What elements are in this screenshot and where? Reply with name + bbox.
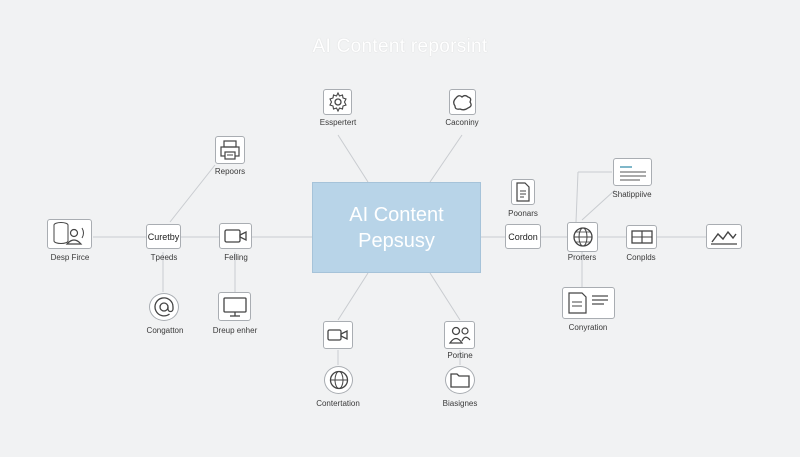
node-video[interactable] [323, 321, 353, 349]
node-conyration[interactable] [562, 287, 615, 319]
center-title-line2: Pepsusy [358, 229, 435, 252]
globe-icon [329, 370, 348, 390]
users-icon [448, 326, 470, 344]
label-shatippiive: Shatippiive [612, 190, 652, 199]
node-dreup-enher[interactable] [218, 292, 251, 321]
gear-icon [328, 91, 347, 113]
text-panel-icon [619, 166, 646, 181]
node-curetby[interactable]: Curetby [146, 224, 181, 249]
node-analytics[interactable] [706, 224, 742, 249]
database-user-icon [53, 222, 84, 245]
printer-icon [220, 140, 240, 160]
globe-icon [572, 227, 593, 247]
label-prorters: Prorters [567, 253, 597, 262]
node-caconiny[interactable] [449, 89, 476, 115]
node-shatippiive[interactable] [613, 158, 652, 186]
node-prorters[interactable] [567, 222, 598, 252]
document-list-icon [567, 292, 608, 314]
label-dreup-enher: Dreup enher [212, 326, 258, 335]
label-repoors: Repoors [214, 167, 246, 176]
center-title-line1: AI Content [349, 203, 444, 226]
label-caconiny: Caconiny [445, 118, 479, 127]
cloud-map-icon [452, 94, 472, 111]
node-biasignes[interactable] [445, 366, 475, 394]
node-congatton[interactable] [149, 293, 179, 321]
node-cordon[interactable]: Cordon [505, 224, 541, 249]
node-portine[interactable] [444, 321, 475, 349]
label-portine: Portine [447, 351, 473, 360]
node-felling[interactable] [219, 223, 252, 249]
node-repoors[interactable] [215, 136, 245, 164]
label-conplds: Conplds [626, 253, 656, 262]
label-congatton: Congatton [146, 326, 184, 335]
label-poonars: Poonars [508, 209, 538, 218]
node-contertation[interactable] [324, 366, 353, 394]
node-conplds[interactable] [626, 225, 657, 249]
node-desp-firce[interactable] [47, 219, 92, 249]
label-conyration: Conyration [568, 323, 608, 332]
node-poonars[interactable] [511, 179, 535, 205]
video-camera-icon [223, 229, 247, 243]
label-esspertert: Esspertert [319, 118, 357, 127]
label-contertation: Contertation [316, 399, 360, 408]
video-camera-icon [327, 329, 348, 341]
label-desp-firce: Desp Firce [50, 253, 90, 262]
node-esspertert[interactable] [323, 89, 352, 115]
diagram-title: AI Content reporsint [312, 36, 488, 57]
center-node[interactable]: AI Content Pepsusy [312, 182, 481, 273]
monitor-icon [222, 296, 247, 317]
document-icon [516, 182, 530, 202]
line-chart-icon [711, 230, 737, 245]
folder-icon [450, 373, 470, 388]
label-tpeeds: Tpeeds [150, 253, 178, 262]
label-biasignes: Biasignes [442, 399, 478, 408]
curetby-text: Curetby [147, 231, 180, 242]
label-felling: Felling [224, 253, 248, 262]
book-icon [630, 230, 653, 244]
at-sign-icon [154, 297, 174, 317]
cordon-text: Cordon [508, 231, 538, 242]
